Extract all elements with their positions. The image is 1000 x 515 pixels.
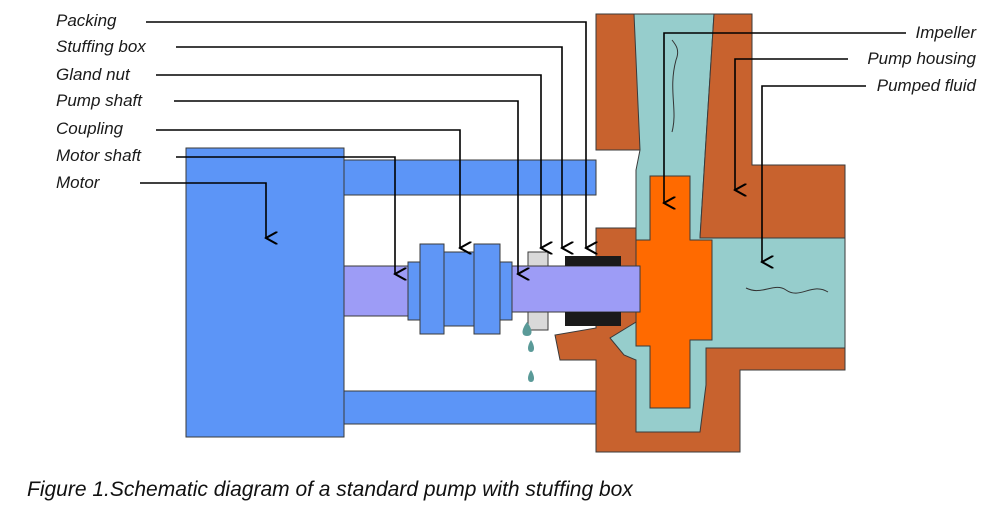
label-impeller: Impeller xyxy=(916,23,978,42)
stuffing-box-leader xyxy=(176,46,562,248)
packing-leader xyxy=(146,21,586,248)
label-stuffing-box: Stuffing box xyxy=(56,37,146,56)
leak-drips xyxy=(522,322,534,382)
frame-rail-bottom xyxy=(343,390,597,425)
label-pumped-fluid: Pumped fluid xyxy=(877,76,977,95)
packing xyxy=(565,256,621,326)
motor-body xyxy=(185,147,345,438)
coupling-leader xyxy=(156,129,460,248)
label-pump-shaft: Pump shaft xyxy=(56,91,143,110)
label-pump-housing: Pump housing xyxy=(867,49,976,68)
pump-shaft-leader xyxy=(174,100,518,274)
impeller-leader xyxy=(664,32,906,203)
gland-nut-leader xyxy=(156,74,541,248)
gland-nut xyxy=(527,251,549,331)
label-motor-shaft: Motor shaft xyxy=(56,146,142,165)
pump-housing-leader xyxy=(735,58,848,190)
label-packing: Packing xyxy=(56,11,117,30)
label-coupling: Coupling xyxy=(56,119,124,138)
figure-caption: Figure 1.Schematic diagram of a standard… xyxy=(27,478,633,501)
frame-rail-top xyxy=(343,159,597,196)
motor-leader xyxy=(140,182,266,238)
flow-squiggle-outlet xyxy=(745,286,829,294)
housing-inner-wall xyxy=(699,13,846,239)
coupling xyxy=(407,243,513,335)
flow-squiggle-inlet xyxy=(671,39,679,133)
motor-shaft-leader xyxy=(176,156,395,274)
label-gland-nut: Gland nut xyxy=(56,65,131,84)
pumped-fluid-leader xyxy=(762,85,866,262)
impeller xyxy=(635,175,713,409)
pump-schematic-diagram: Packing Stuffing box Gland nut Pump shaf… xyxy=(56,11,978,453)
label-motor: Motor xyxy=(56,173,101,192)
